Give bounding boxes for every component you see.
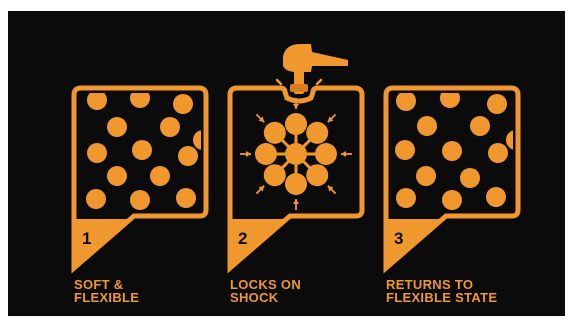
arrow-head <box>341 151 346 157</box>
step-2-diagram: 2 <box>230 44 362 268</box>
step-3-particles <box>395 88 526 210</box>
particle-icon <box>442 141 462 161</box>
particle-icon <box>86 189 106 209</box>
inward-arrow-icon <box>328 186 336 194</box>
step-2-number: 2 <box>238 229 247 248</box>
particle-icon <box>315 143 337 165</box>
particle-icon <box>150 166 170 186</box>
particle-icon <box>264 164 286 186</box>
step-3-caption: RETURNS TO FLEXIBLE STATE <box>386 278 497 304</box>
step-1-caption: SOFT & FLEXIBLE <box>74 278 139 304</box>
arrow-head <box>293 104 299 109</box>
particle-icon <box>440 88 460 108</box>
inward-arrow-icon <box>240 151 251 157</box>
particle-icon <box>306 164 328 186</box>
step-3-number: 3 <box>394 229 403 248</box>
step-2-particle-lattice <box>255 113 337 195</box>
particle-icon <box>132 140 152 160</box>
particle-icon <box>107 117 127 137</box>
particle-icon <box>176 188 196 208</box>
particle-icon <box>130 88 150 108</box>
particle-icon <box>460 168 480 188</box>
inward-arrow-icon <box>256 114 264 122</box>
particle-icon <box>193 130 213 150</box>
step-1-particles <box>86 88 213 210</box>
particle-icon <box>87 143 107 163</box>
step-1-number: 1 <box>82 229 91 248</box>
particle-icon <box>487 94 507 114</box>
step-3-caption-line-2: FLEXIBLE STATE <box>386 291 497 304</box>
particle-icon <box>396 91 416 111</box>
particle-icon <box>285 143 307 165</box>
inward-arrow-icon <box>256 186 264 194</box>
particle-icon <box>442 190 462 210</box>
step-2-caption-line-2: SHOCK <box>230 291 301 304</box>
particle-icon <box>285 113 307 135</box>
particle-icon <box>306 122 328 144</box>
particle-icon <box>486 187 506 207</box>
particle-icon <box>395 140 415 160</box>
inward-arrow-icon <box>341 151 352 157</box>
particle-icon <box>107 166 127 186</box>
particle-icon <box>178 146 198 166</box>
particle-icon <box>160 117 180 137</box>
particle-icon <box>470 116 490 136</box>
particle-icon <box>416 166 436 186</box>
step-1-diagram: 1 <box>74 88 213 268</box>
particle-icon <box>264 122 286 144</box>
particle-icon <box>255 143 277 165</box>
arrow-head <box>293 199 299 204</box>
step-1-caption-line-2: FLEXIBLE <box>74 291 139 304</box>
particle-icon <box>173 94 193 114</box>
particle-icon <box>417 116 437 136</box>
step-3-diagram: 3 <box>386 88 526 268</box>
particle-icon <box>396 188 416 208</box>
inward-arrow-icon <box>328 114 336 122</box>
inward-arrow-icon <box>293 199 299 210</box>
particle-icon <box>87 90 107 110</box>
arrow-head <box>246 151 251 157</box>
particle-icon <box>285 173 307 195</box>
particle-icon <box>130 190 150 210</box>
step-2-caption: LOCKS ON SHOCK <box>230 278 301 304</box>
particle-icon <box>488 143 508 163</box>
